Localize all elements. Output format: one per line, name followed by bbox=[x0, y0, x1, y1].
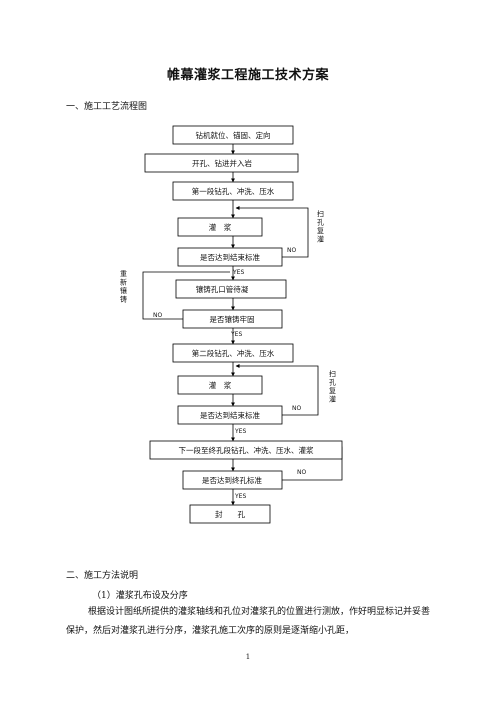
flow-node-second-segment-text: 第二段钻孔、冲洗、压水 bbox=[192, 348, 275, 358]
flow-node-grout-1: 灌 浆 bbox=[177, 217, 263, 237]
no-label-4: NO bbox=[297, 469, 306, 476]
flow-node-grout-2-text: 灌 浆 bbox=[209, 380, 232, 390]
flow-node-first-segment: 第一段钻孔、冲洗、压水 bbox=[172, 181, 294, 201]
no-label-2: NO bbox=[153, 312, 162, 319]
flow-node-check-end-2-text: 是否达到结束标准 bbox=[200, 410, 260, 420]
document-title: 帷幕灌浆工程施工技术方案 bbox=[166, 68, 329, 83]
flow-edges bbox=[142, 144, 343, 506]
side-label-char: 孔 bbox=[329, 379, 336, 387]
flow-node-check-end-1: 是否达到结束标准 bbox=[177, 247, 283, 267]
side-label-char: 孔 bbox=[317, 219, 324, 227]
flow-node-second-segment: 第二段钻孔、冲洗、压水 bbox=[172, 343, 294, 363]
side-label-char: 新 bbox=[120, 278, 127, 287]
yes-label-4: YES bbox=[234, 493, 246, 500]
no-label-3: NO bbox=[292, 405, 301, 412]
section-heading-flowchart: 一、施工工艺流程图 bbox=[66, 102, 148, 112]
flow-node-open-hole: 开孔、钻进并入岩 bbox=[144, 153, 299, 173]
flow-node-setup: 钻机就位、锚固、定向 bbox=[172, 125, 294, 145]
side-label-rescan-2: 扫孔复灌 bbox=[329, 369, 336, 404]
side-label-char: 复 bbox=[329, 386, 336, 395]
no-label-1: NO bbox=[287, 247, 296, 254]
loop-reinstall bbox=[142, 271, 230, 320]
flow-node-install-pipe-text: 镶铸孔口管待凝 bbox=[196, 284, 249, 294]
flow-node-next-segments: 下一段至终孔段钻孔、冲洗、压水、灌浆 bbox=[149, 440, 343, 460]
flow-node-install-pipe: 镶铸孔口管待凝 bbox=[175, 279, 287, 299]
yes-label-1: YES bbox=[232, 269, 244, 276]
yes-label-3: YES bbox=[234, 428, 246, 435]
flow-node-next-segments-text: 下一段至终孔段钻孔、冲洗、压水、灌浆 bbox=[179, 445, 314, 455]
loop-rescan-2 bbox=[235, 364, 319, 416]
flow-node-setup-text: 钻机就位、锚固、定向 bbox=[196, 130, 271, 140]
flow-node-first-segment-text: 第一段钻孔、冲洗、压水 bbox=[192, 186, 275, 196]
side-label-rescan-1: 扫孔复灌 bbox=[317, 209, 324, 244]
side-label-char: 灌 bbox=[329, 395, 336, 404]
flow-node-grout-1-text: 灌 浆 bbox=[209, 222, 232, 232]
flow-node-seal-text: 封 孔 bbox=[215, 509, 245, 519]
page-number: 1 bbox=[245, 653, 251, 661]
flow-node-check-end-1-text: 是否达到结束标准 bbox=[200, 252, 260, 262]
flow-node-check-fixed: 是否镶铸牢固 bbox=[182, 309, 283, 329]
section-heading-method: 二、施工方法说明 bbox=[66, 571, 139, 581]
side-label-char: 重 bbox=[120, 270, 127, 278]
flow-node-check-final: 是否达到终孔标准 bbox=[182, 470, 283, 490]
side-label-char: 复 bbox=[317, 226, 324, 235]
flow-node-seal: 封 孔 bbox=[189, 504, 271, 524]
side-label-char: 灌 bbox=[317, 235, 324, 244]
flow-node-check-end-2: 是否达到结束标准 bbox=[177, 405, 283, 425]
side-label-char: 镶 bbox=[120, 286, 127, 295]
side-label-char: 扫 bbox=[329, 369, 336, 378]
side-label-char: 扫 bbox=[317, 209, 324, 218]
side-label-char: 铸 bbox=[120, 295, 127, 304]
side-label-reinstall: 重新镶铸 bbox=[120, 270, 127, 304]
flow-node-grout-2: 灌 浆 bbox=[177, 375, 263, 395]
flow-node-open-hole-text: 开孔、钻进并入岩 bbox=[192, 158, 252, 168]
body-paragraph: 根据设计图纸所提供的灌浆轴线和孔位对灌浆孔的位置进行测放，作好明显标记并妥善保护… bbox=[66, 607, 431, 636]
loop-rescan-1 bbox=[235, 206, 309, 258]
subsection-heading-layout: （1）灌浆孔布设及分序 bbox=[92, 591, 188, 601]
flow-node-check-final-text: 是否达到终孔标准 bbox=[202, 475, 262, 485]
yes-label-2: YES bbox=[230, 331, 242, 338]
flow-node-check-fixed-text: 是否镶铸牢固 bbox=[210, 314, 255, 324]
